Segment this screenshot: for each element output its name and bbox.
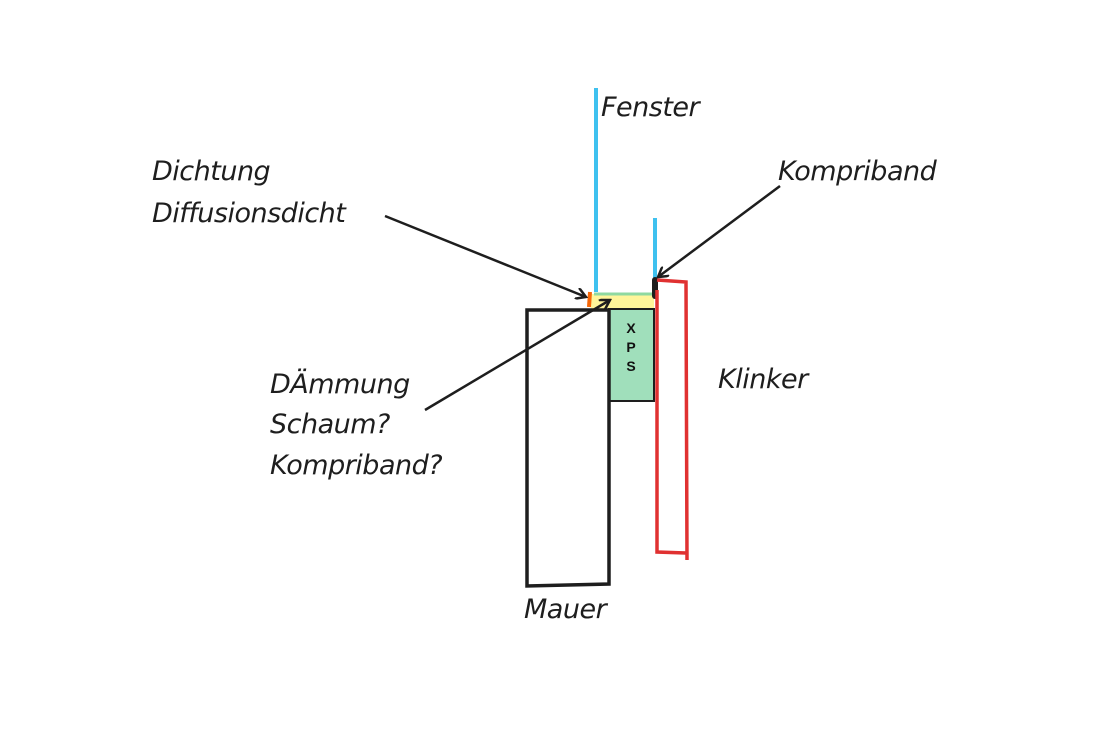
label-fenster: Fenster (601, 92, 702, 123)
brick-outline (655, 278, 689, 561)
arrow-kompriband (658, 184, 781, 277)
label-schaum: Schaum? (270, 409, 390, 440)
xps-letter-x: X (626, 320, 636, 336)
label-mauer: Mauer (524, 594, 609, 625)
xps-block (608, 308, 655, 402)
label-diffusionsdicht: Diffusionsdicht (152, 198, 347, 229)
label-daemmung: DÄmmung (270, 368, 410, 400)
seal-orange-mark (587, 291, 592, 308)
wall-outline (525, 308, 611, 588)
label-dichtung: Dichtung (152, 156, 271, 187)
label-klinker: Klinker (718, 364, 810, 395)
xps-letter-s: S (626, 358, 635, 374)
arrow-daemmung (424, 300, 610, 412)
label-kompriband-question: Kompriband? (270, 450, 442, 481)
arrow-dichtung (384, 214, 586, 297)
xps-letter-p: P (626, 339, 635, 355)
label-kompriband: Kompriband (778, 156, 938, 187)
